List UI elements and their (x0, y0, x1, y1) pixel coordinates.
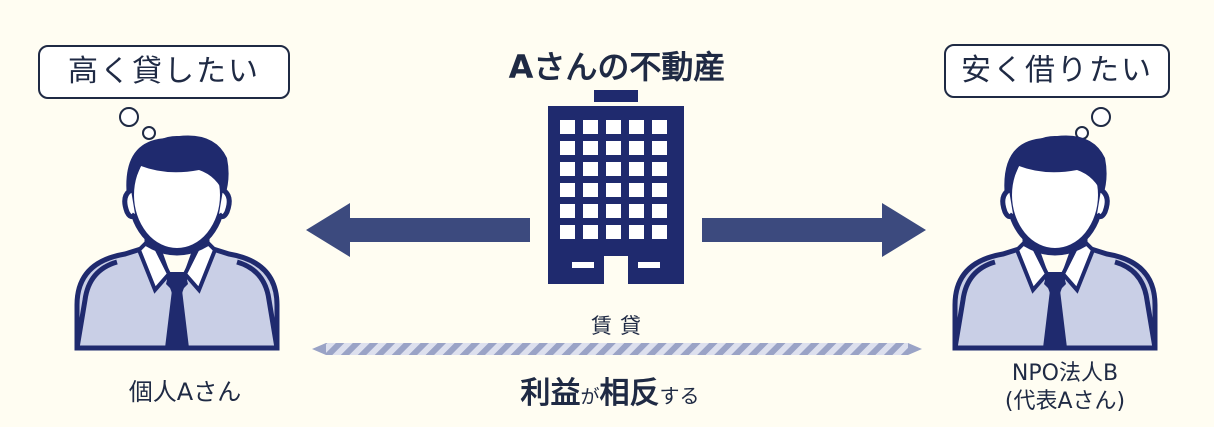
building-window (652, 120, 667, 134)
building-window (560, 225, 575, 239)
thought-bubble-left: 高く貸したい (38, 45, 290, 99)
building-window (560, 141, 575, 155)
building-window (606, 183, 621, 197)
building-window (583, 204, 598, 218)
building-window (629, 204, 644, 218)
building-window (560, 162, 575, 176)
building-window (629, 141, 644, 155)
conflict-word-4: する (659, 384, 700, 408)
building-window (583, 183, 598, 197)
building-window (583, 162, 598, 176)
thought-bubble-right: 安く借りたい (944, 44, 1170, 98)
building-window (606, 204, 621, 218)
person-left-icon (74, 135, 280, 351)
arrow-right-icon (702, 203, 926, 257)
person-right-icon (952, 135, 1158, 351)
building-window (652, 183, 667, 197)
person-right-label-line1: NPO法人B (1011, 361, 1119, 386)
conflict-of-interest-label: 利益が相反する (460, 368, 760, 412)
person-left-label: 個人Aさん (128, 378, 242, 406)
building-window (560, 204, 575, 218)
person-right-label: NPO法人B (代表Aさん) (940, 360, 1190, 416)
building-icon (548, 90, 684, 284)
conflict-word-2: が (580, 386, 600, 408)
building-window (606, 162, 621, 176)
building-window (606, 120, 621, 134)
conflict-word-3: 相反 (599, 376, 660, 411)
conflict-word-1: 利益 (520, 376, 581, 411)
building-window (629, 225, 644, 239)
building-window (629, 120, 644, 134)
thought-dots-right (1075, 107, 1111, 140)
building-window (652, 225, 667, 239)
property-title: Aさんの不動産 (508, 48, 726, 86)
building-window (652, 204, 667, 218)
building-window (560, 120, 575, 134)
building-window (606, 225, 621, 239)
building-window (629, 183, 644, 197)
thought-dots-left (119, 107, 156, 140)
building-window (652, 162, 667, 176)
conflict-double-arrow (312, 343, 922, 355)
building-window (583, 120, 598, 134)
building-window (629, 162, 644, 176)
building-window (560, 183, 575, 197)
person-right-label-line2: (代表Aさん) (1004, 389, 1126, 414)
building-window (583, 225, 598, 239)
building-window (606, 141, 621, 155)
rental-label: 賃貸 (591, 314, 649, 338)
building-window (652, 141, 667, 155)
building-window (583, 141, 598, 155)
arrow-left-icon (306, 203, 530, 257)
